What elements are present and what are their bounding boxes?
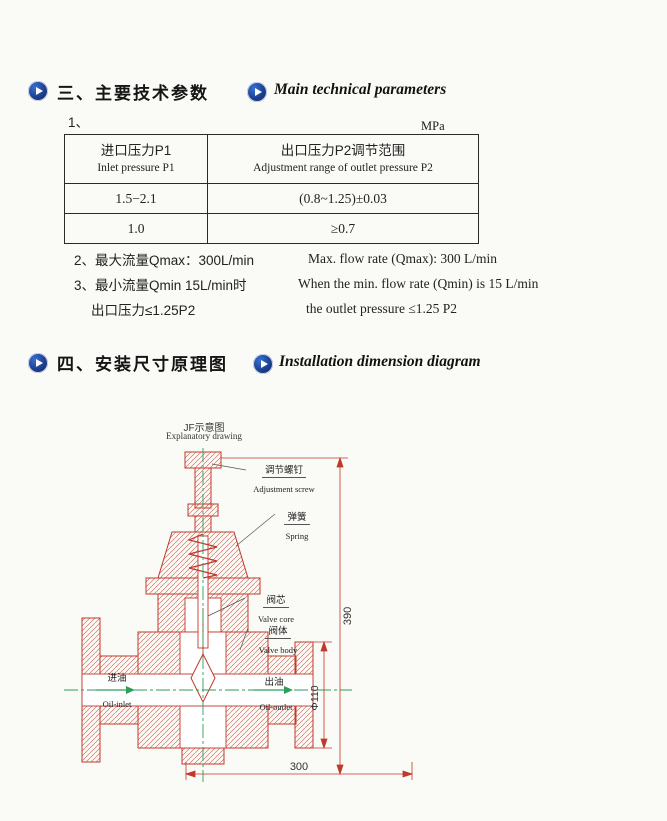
arrow-left-icon [184,770,196,778]
table-header-row: 进口压力P1 Inlet pressure P1 出口压力P2调节范围 Adju… [64,134,479,184]
note-min-flow-cn: 3、最小流量Qmin 15L/min时 [74,278,247,293]
section4-arrow-icon [28,353,48,373]
dimension-lines [184,456,414,780]
oil-outlet-cn-text: 出油 [264,677,284,688]
label-oil-inlet-cn: 进油 [99,667,135,686]
section4-title-en: Installation dimension diagram [279,353,481,370]
arrow-right-icon [260,360,268,368]
arrow-down-icon [320,738,328,750]
dim-text-diameter: Φ110 [309,685,321,710]
header-outlet-cn: 出口压力P2调节范围 [280,143,406,159]
list-item-number: 1、 [68,115,90,130]
label-adjustment-screw-cn: 调节螺钉 [261,465,306,479]
header-cell-outlet: 出口压力P2调节范围 Adjustment range of outlet pr… [207,134,479,184]
oil-outlet-en-text: Oil-outlet [259,702,293,712]
note-min-flow-en: When the min. flow rate (Qmin) is 15 L/m… [298,276,539,291]
label-oil-outlet-en: Oil-outlet [246,696,306,715]
cell-p1-row2: 1.0 [64,213,208,244]
arrow-up-icon [336,456,344,468]
label-valve-body-en: Valve body [258,645,298,656]
label-spring-en: Spring [285,531,309,542]
label-valve-core-cn: 阀芯 [263,595,289,609]
outlet-flow-arrow [284,686,293,694]
section3-title-en: Main technical parameters [274,81,447,98]
label-spring-cn: 弹簧 [284,512,310,526]
arrow-right-icon [35,359,43,367]
section3-arrow-icon-en [247,82,267,102]
table-row: 1.5−2.1 (0.8~1.25)±0.03 [64,183,479,214]
arrow-down-icon [336,764,344,776]
flow-arrows [96,686,293,694]
note-outlet-pressure-cn: 出口压力≤1.25P2 [91,303,196,318]
label-adjustment-screw: 调节螺钉 Adjustment screw [244,459,324,498]
note-max-flow-en: Max. flow rate (Qmax): 300 L/min [308,251,497,266]
arrow-right-icon [254,88,262,96]
leader-spring [235,513,276,547]
label-oil-outlet-cn: 出油 [256,671,292,690]
leader-valve-core [207,597,246,617]
dim-text-height: 390 [342,607,354,625]
arrow-up-icon [320,640,328,652]
section3-title-cn: 三、主要技术参数 [57,84,209,103]
label-spring: 弹簧 Spring [272,506,322,545]
label-valve-core-en: Valve core [257,614,295,625]
valve-section-drawing: 390 Φ110 300 [64,448,414,782]
label-valve-body-cn: 阀体 [265,626,291,640]
table-row: 1.0 ≥0.7 [64,213,479,244]
diagram-caption-cn: JF示意图 [183,423,225,434]
note-max-flow-cn: 2、最大流量Qmax：300L/min [74,253,255,268]
oil-inlet-cn-text: 进油 [107,673,127,684]
leader-valve-body [239,627,249,651]
pressure-table: 进口压力P1 Inlet pressure P1 出口压力P2调节范围 Adju… [64,134,479,244]
label-adjustment-screw-en: Adjustment screw [253,484,315,495]
leader-adjustment-screw [211,463,247,471]
header-inlet-en: Inlet pressure P1 [97,161,175,174]
cell-p2-row1: (0.8~1.25)±0.03 [207,183,479,214]
leader-lines [207,463,276,651]
dim-text-width: 300 [290,761,308,773]
header-outlet-en: Adjustment range of outlet pressure P2 [253,161,433,174]
label-oil-inlet-en: Oil-inlet [88,693,146,712]
header-cell-inlet: 进口压力P1 Inlet pressure P1 [64,134,208,184]
note-outlet-pressure-en: the outlet pressure ≤1.25 P2 [306,301,458,316]
section4-arrow-icon-en [253,354,273,374]
inlet-flow-arrow [126,686,135,694]
diagram-caption-en: Explanatory drawing [166,431,242,441]
cell-p2-row2: ≥0.7 [207,213,479,244]
label-valve-core: 阀芯 Valve core [244,589,308,628]
label-valve-body: 阀体 Valve body [246,620,310,659]
arrow-right-icon [402,770,414,778]
arrow-right-icon [35,87,43,95]
oil-inlet-en-text: Oil-inlet [102,699,132,709]
header-inlet-cn: 进口压力P1 [100,143,172,159]
section4-title-cn: 四、安装尺寸原理图 [57,355,228,374]
section3-arrow-icon [28,81,48,101]
cell-p1-row1: 1.5−2.1 [64,183,208,214]
pressure-unit-label: MPa [421,119,445,133]
